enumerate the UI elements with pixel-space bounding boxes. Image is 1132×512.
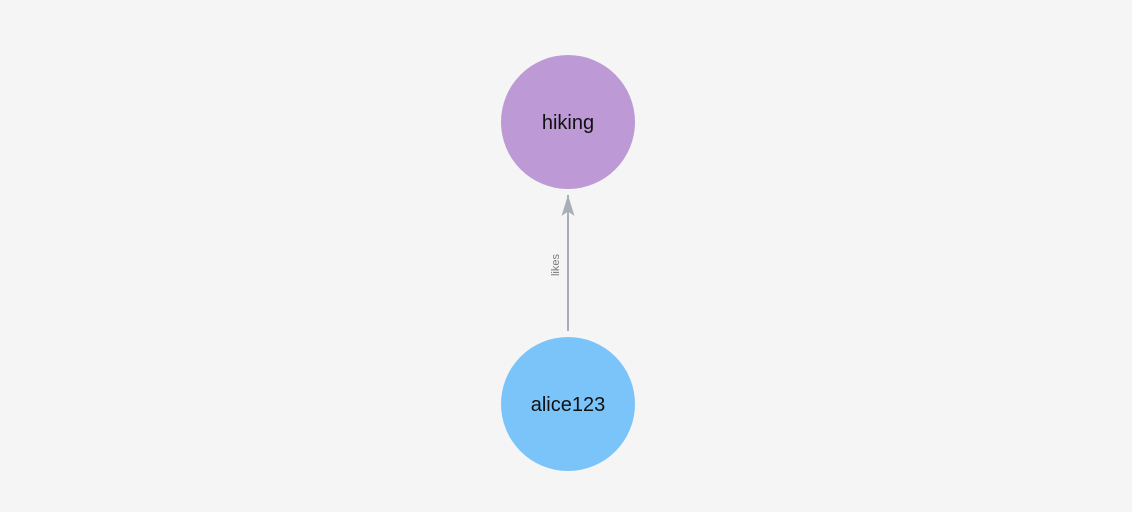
- graph-node-hiking[interactable]: hiking: [501, 55, 635, 189]
- edge-label-likes: likes: [550, 254, 562, 277]
- node-label-hiking: hiking: [542, 112, 594, 134]
- node-circle-alice123[interactable]: [501, 337, 635, 471]
- node-circle-hiking[interactable]: [501, 55, 635, 189]
- node-label-alice123: alice123: [531, 394, 606, 416]
- graph-node-alice123[interactable]: alice123: [501, 337, 635, 471]
- arrowhead-icon: [561, 195, 575, 216]
- graph-edge-alice123-likes-hiking[interactable]: likes: [550, 195, 575, 331]
